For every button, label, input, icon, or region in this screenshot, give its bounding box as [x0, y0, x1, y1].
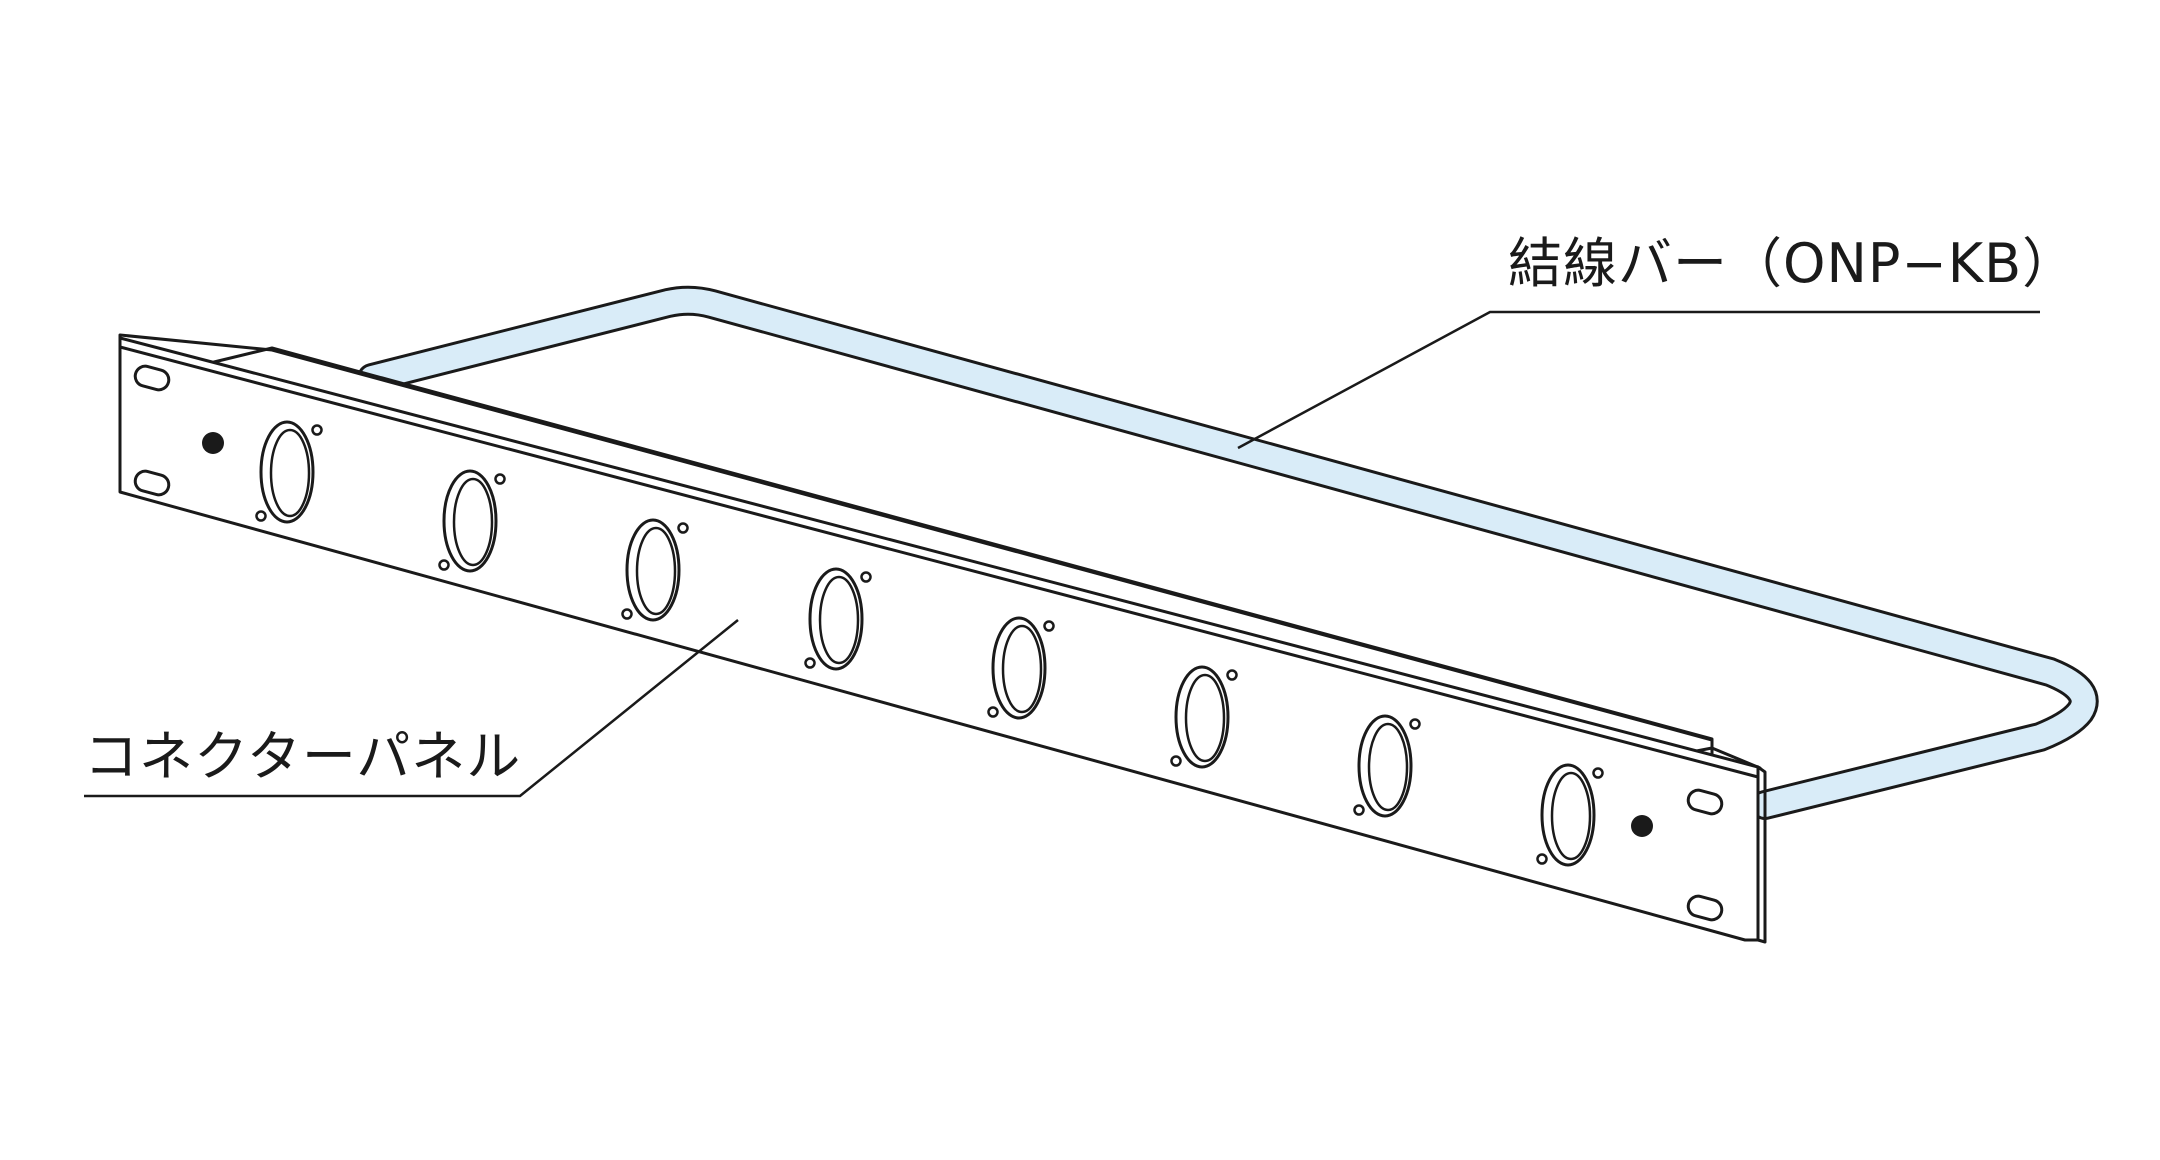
connector-screw-hole: [987, 706, 999, 718]
connector-hole-inner: [452, 477, 494, 567]
connector-screw-hole: [677, 522, 689, 534]
connector-screw-hole: [494, 473, 506, 485]
connector-screw-hole: [255, 510, 267, 522]
connector-hole: [804, 567, 872, 671]
connector-hole-inner: [1367, 722, 1409, 812]
connector-hole: [1170, 665, 1238, 769]
connector-hole-inner: [1184, 673, 1226, 763]
wiring-bar-leader: [1237, 310, 2040, 450]
panel-right-edge: [1756, 765, 1767, 944]
mount-slot-icon: [1686, 788, 1724, 816]
connector-hole-outer: [1357, 714, 1413, 818]
connector-screw-hole: [438, 559, 450, 571]
connector-hole-outer: [991, 616, 1047, 720]
connector-hole-outer: [442, 469, 498, 573]
connector-screw-hole: [621, 608, 633, 620]
mount-slot-icon: [133, 469, 171, 497]
connector-hole: [255, 420, 323, 524]
wiring-bar-fill: [360, 288, 2096, 817]
connector-hole-outer: [1174, 665, 1230, 769]
connector-screw-hole: [1226, 669, 1238, 681]
connector-screw-hole: [1353, 804, 1365, 816]
connector-panel: [118, 333, 1767, 944]
connector-panel-leader: [84, 619, 739, 798]
connector-hole-inner: [635, 526, 677, 616]
connector-hole-outer: [625, 518, 681, 622]
connector-screw-hole: [804, 657, 816, 669]
connector-hole-inner: [269, 428, 311, 518]
connector-holes: [255, 420, 1604, 867]
connector-screw-hole: [311, 424, 323, 436]
panel-front-edge: [118, 345, 1760, 779]
connector-hole: [987, 616, 1055, 720]
right-mount: [1631, 788, 1724, 922]
connector-hole-outer: [259, 420, 315, 524]
connector-hole-inner: [1001, 624, 1043, 714]
connector-hole: [621, 518, 689, 622]
callout-connector-panel: コネクターパネル: [84, 619, 739, 798]
connector-screw-hole: [1592, 767, 1604, 779]
mount-slot-icon: [133, 364, 171, 392]
connector-screw-hole: [1170, 755, 1182, 767]
left-mount: [133, 364, 224, 497]
wiring-bar-label: 結線バー（ONP−KB）: [1508, 232, 2077, 295]
connector-hole-inner: [1550, 771, 1592, 861]
connector-hole: [1536, 763, 1604, 867]
screw-hole-icon: [1631, 815, 1653, 837]
screw-hole-icon: [202, 432, 224, 454]
connector-panel-label: コネクターパネル: [84, 725, 521, 788]
connector-hole: [438, 469, 506, 573]
connector-screw-hole: [1043, 620, 1055, 632]
connector-screw-hole: [1536, 853, 1548, 865]
connector-screw-hole: [1409, 718, 1421, 730]
connector-hole-outer: [1540, 763, 1596, 867]
panel-front-face: [118, 336, 1760, 942]
connector-screw-hole: [860, 571, 872, 583]
connector-hole-outer: [808, 567, 864, 671]
connector-hole: [1353, 714, 1421, 818]
callout-wiring-bar: 結線バー（ONP−KB）: [1237, 232, 2077, 450]
mount-slot-icon: [1686, 894, 1724, 922]
wiring-bar: [357, 285, 2099, 820]
connector-hole-inner: [818, 575, 860, 665]
